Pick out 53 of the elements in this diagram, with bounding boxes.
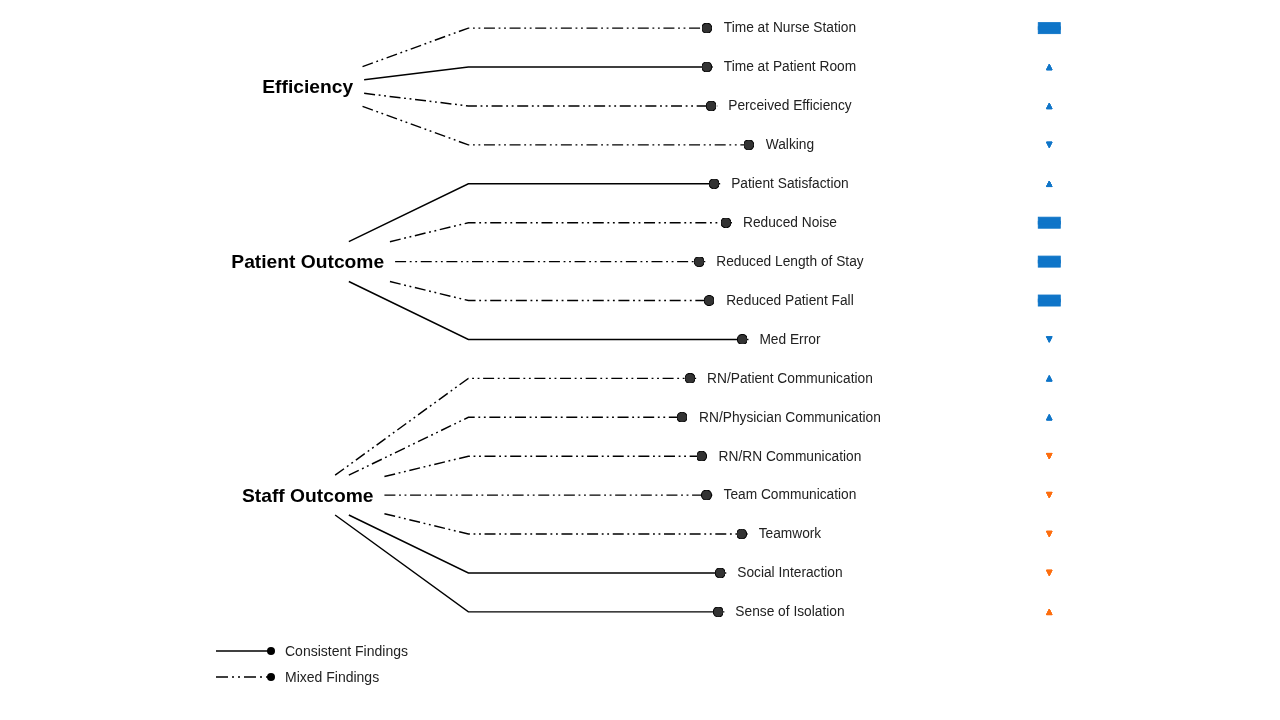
down-arrow-icon	[1045, 530, 1053, 538]
connector-line	[361, 22, 714, 68]
finding-label: Patient Satisfaction	[730, 175, 849, 191]
finding-label: Reduced Length of Stay	[715, 253, 864, 269]
finding-label: RN/RN Communication	[718, 447, 861, 464]
finding-label: Walking	[765, 136, 814, 152]
connector-line	[334, 514, 725, 618]
finding-label: Reduced Noise	[742, 214, 837, 230]
up-arrow-icon	[1045, 608, 1053, 616]
up-arrow-icon	[1045, 102, 1053, 110]
category-label: Efficiency	[262, 75, 353, 97]
connector-line	[347, 178, 721, 243]
down-arrow-icon	[1045, 453, 1053, 460]
connector-line	[388, 217, 733, 243]
down-arrow-icon	[1045, 141, 1053, 149]
connector-line	[347, 280, 749, 345]
down-arrow-icon	[1045, 569, 1053, 577]
finding-label: Med Error	[759, 331, 821, 347]
equal-icon	[1037, 294, 1061, 307]
connector-line	[361, 105, 756, 151]
finding-label: Time at Patient Room	[723, 58, 856, 75]
finding-label: Social Interaction	[736, 564, 843, 581]
equal-icon	[1037, 22, 1061, 35]
category-label: Patient Outcome	[231, 250, 384, 272]
connector-line	[383, 512, 749, 540]
finding-label: RN/Patient Communication	[706, 369, 873, 386]
finding-label: Time at Nurse Station	[723, 19, 856, 36]
equal-icon	[1037, 255, 1061, 268]
connector-line	[383, 489, 713, 501]
connector-line	[394, 256, 706, 268]
finding-label: Teamwork	[758, 525, 821, 542]
finding-label: RN/Physician Communication	[698, 408, 881, 425]
equal-icon	[1037, 216, 1061, 229]
down-arrow-icon	[1045, 491, 1053, 499]
legend-text: Mixed Findings	[285, 669, 380, 685]
connector-line	[334, 372, 697, 476]
down-arrow-icon	[1045, 336, 1053, 343]
connector-line	[347, 411, 689, 476]
finding-label: Team Communication	[723, 486, 857, 503]
up-arrow-icon	[1045, 180, 1053, 187]
finding-label: Sense of Isolation	[735, 603, 845, 619]
up-arrow-icon	[1045, 414, 1053, 421]
legend-text: Consistent Findings	[285, 643, 408, 659]
category-label: Staff Outcome	[241, 484, 374, 506]
connector-line	[383, 450, 709, 478]
connector-line	[363, 61, 714, 81]
finding-label: Perceived Efficiency	[727, 97, 852, 114]
up-arrow-icon	[1045, 63, 1053, 71]
finding-label: Reduced Patient Fall	[725, 292, 854, 308]
connector-line	[363, 92, 718, 112]
connector-line	[388, 280, 716, 307]
connector-line	[347, 514, 727, 579]
up-arrow-icon	[1045, 375, 1053, 382]
